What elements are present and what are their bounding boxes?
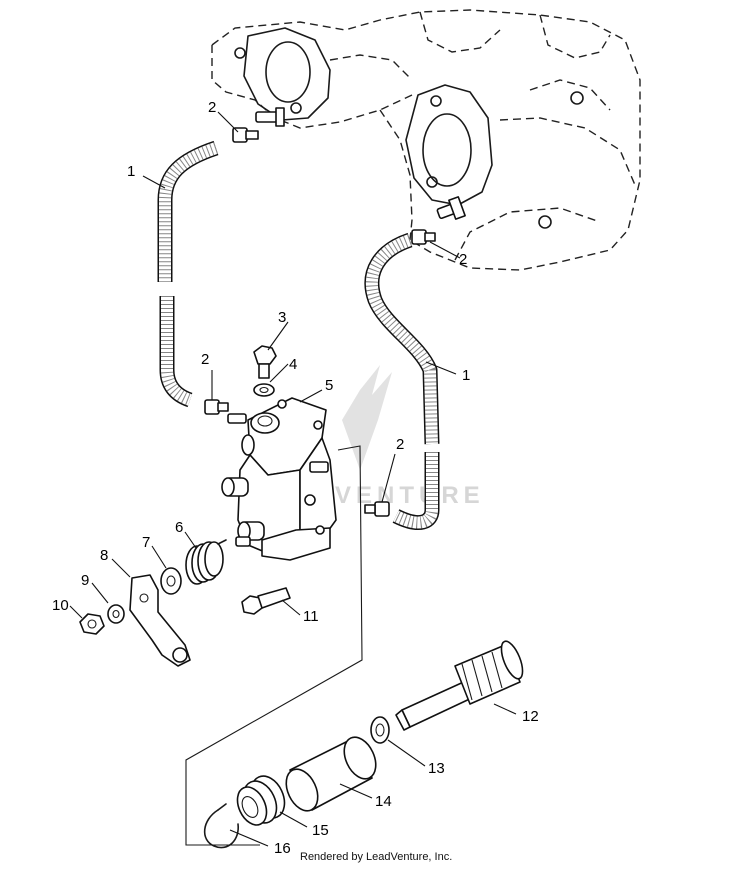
fuel-hose-right [364,232,440,530]
leadventure-watermark: VENTURE [335,365,485,509]
watermark-text: VENTURE [335,482,485,509]
callout-13: 13 [428,760,445,777]
callout-2-mid-left: 2 [201,351,209,368]
flat-washer [160,567,182,595]
callout-16: 16 [274,840,291,857]
drive-gear-shaft [395,640,524,731]
callout-1-left: 1 [127,163,135,180]
callout-6: 6 [175,519,183,536]
engine-fitting-right [436,196,466,220]
mounting-screw [241,587,291,615]
hose-clamp-top-right [411,229,436,245]
leader-lines [69,111,517,847]
banjo-bolt [253,345,277,379]
callout-9: 9 [81,572,89,589]
hose-clamp-mid-left [204,399,229,415]
callout-8: 8 [100,547,108,564]
callout-2-mid-right: 2 [396,436,404,453]
engine-block-outline [211,9,641,271]
detail-box-outline [185,445,363,846]
engine-fitting-left [255,107,285,127]
snap-ring [203,803,239,849]
fuel-pump-body [221,397,337,561]
callout-5: 5 [325,377,333,394]
callout-15: 15 [312,822,329,839]
callout-numbers: 1 1 2 2 2 2 3 4 5 6 7 8 9 10 11 12 13 14… [52,99,539,857]
callout-4: 4 [289,356,297,373]
lock-washer [107,604,125,624]
callout-12: 12 [522,708,539,725]
callout-7: 7 [142,534,150,551]
callout-2-top-right: 2 [459,251,467,268]
sealing-washer [253,383,275,397]
callout-14: 14 [375,793,392,810]
callout-10: 10 [52,597,69,614]
hose-clamp-mid-right [364,501,390,517]
hose-clamp-top-left [232,127,259,143]
thrust-washer [370,716,390,744]
fuel-hose-left [157,140,219,408]
callout-1-right: 1 [462,367,470,384]
shaft-sleeve [285,736,377,812]
callout-11: 11 [303,608,319,625]
render-credit: Rendered by LeadVenture, Inc. [300,851,453,863]
callout-2-top-left: 2 [208,99,216,116]
oil-seal [236,775,286,826]
return-spring [185,539,227,585]
callout-3: 3 [278,309,286,326]
hex-nut [79,613,105,635]
pump-lever-arm [129,574,191,667]
